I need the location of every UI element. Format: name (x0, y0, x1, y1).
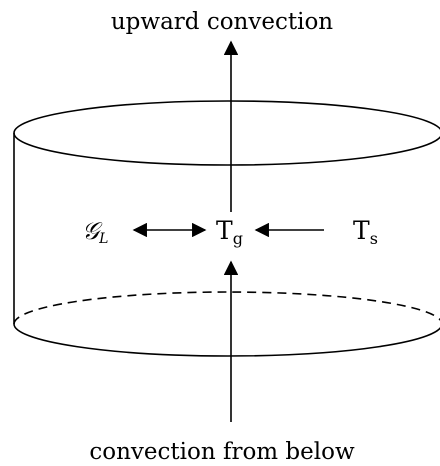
surface-temperature-subscript: s (370, 229, 378, 248)
gas-temperature-subscript: g (233, 229, 243, 248)
gas-temperature-main: T (216, 216, 233, 245)
cylinder-bottom-front-arc (13, 323, 440, 357)
surface-temperature-main: T (353, 216, 370, 245)
cylinder-top-ellipse (13, 100, 440, 166)
gas-loss-symbol: 𝒢L (82, 217, 108, 247)
upward-convection-label: upward convection (111, 9, 333, 35)
cylinder-bottom-back-arc (13, 291, 440, 325)
surface-temperature-label: Ts (353, 216, 378, 248)
gas-temperature-label: Tg (216, 216, 243, 248)
gas-loss-symbol-main: 𝒢 (82, 217, 103, 245)
convection-from-below-label: convection from below (89, 439, 355, 465)
gas-loss-symbol-subscript: L (98, 231, 108, 247)
